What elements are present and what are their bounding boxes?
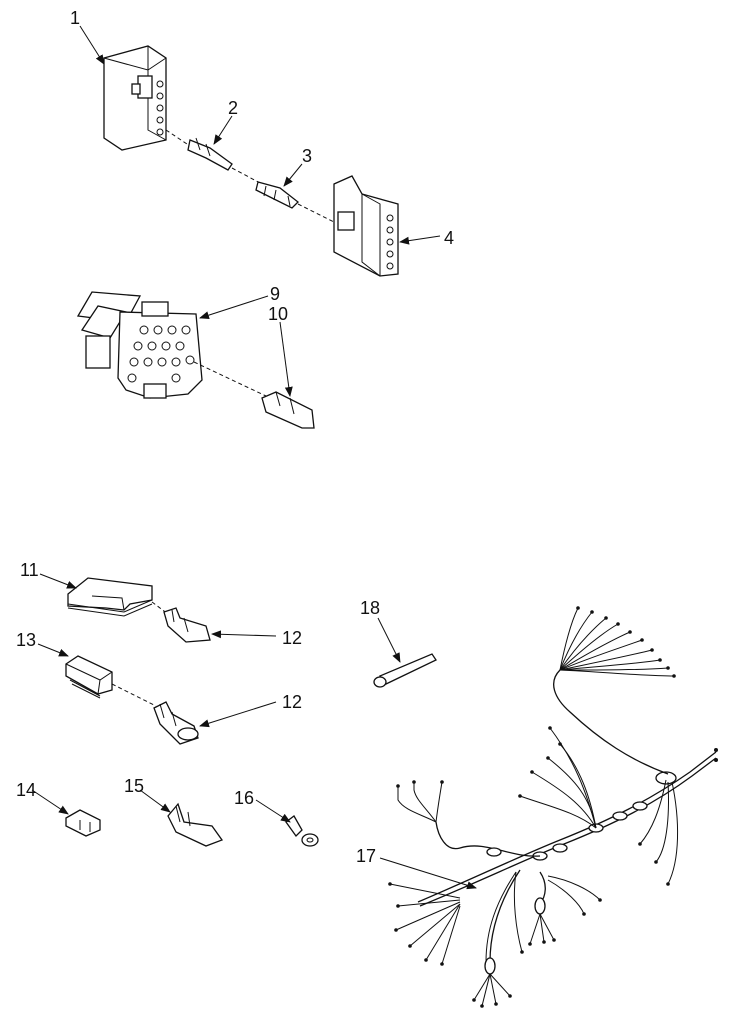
part-2-terminal (165, 129, 263, 185)
callout-4: 4 (444, 228, 454, 248)
callout-12-lower: 12 (282, 692, 302, 712)
callout-12-upper: 12 (282, 628, 302, 648)
part-17-wire-harness (388, 606, 718, 1008)
part-1-connector-housing (103, 45, 167, 151)
callout-3: 3 (302, 146, 312, 166)
callout-9: 9 (270, 284, 280, 304)
part-12-terminal-upper (163, 607, 211, 643)
callout-18: 18 (360, 598, 380, 618)
callout-11: 11 (20, 560, 39, 580)
callout-16: 16 (234, 788, 254, 808)
part-10-pin-terminal (261, 391, 315, 429)
part-15-terminal (167, 802, 224, 847)
callout-2: 2 (228, 98, 238, 118)
callout-10: 10 (268, 304, 288, 324)
part-18-cable-tie (373, 653, 437, 688)
part-13-insulator (65, 655, 157, 707)
callout-17: 17 (356, 846, 376, 866)
callout-1: 1 (70, 8, 80, 28)
part-12-terminal-lower (153, 701, 199, 745)
part-4-connector-housing (333, 175, 399, 277)
callout-leaders (31, 25, 477, 890)
plug-pin-holes (127, 325, 195, 383)
callout-15: 15 (124, 776, 144, 796)
part-9-multi-pin-plug (76, 291, 267, 399)
callout-13: 13 (16, 630, 36, 650)
part-16-ring-terminal (285, 815, 319, 847)
callout-numbers: 1 2 3 4 9 10 11 12 13 12 14 15 16 17 18 (16, 8, 454, 866)
part-14-clip (65, 809, 101, 837)
callout-14: 14 (16, 780, 36, 800)
part-3-terminal (255, 181, 335, 223)
part-11-bracket (67, 577, 169, 617)
